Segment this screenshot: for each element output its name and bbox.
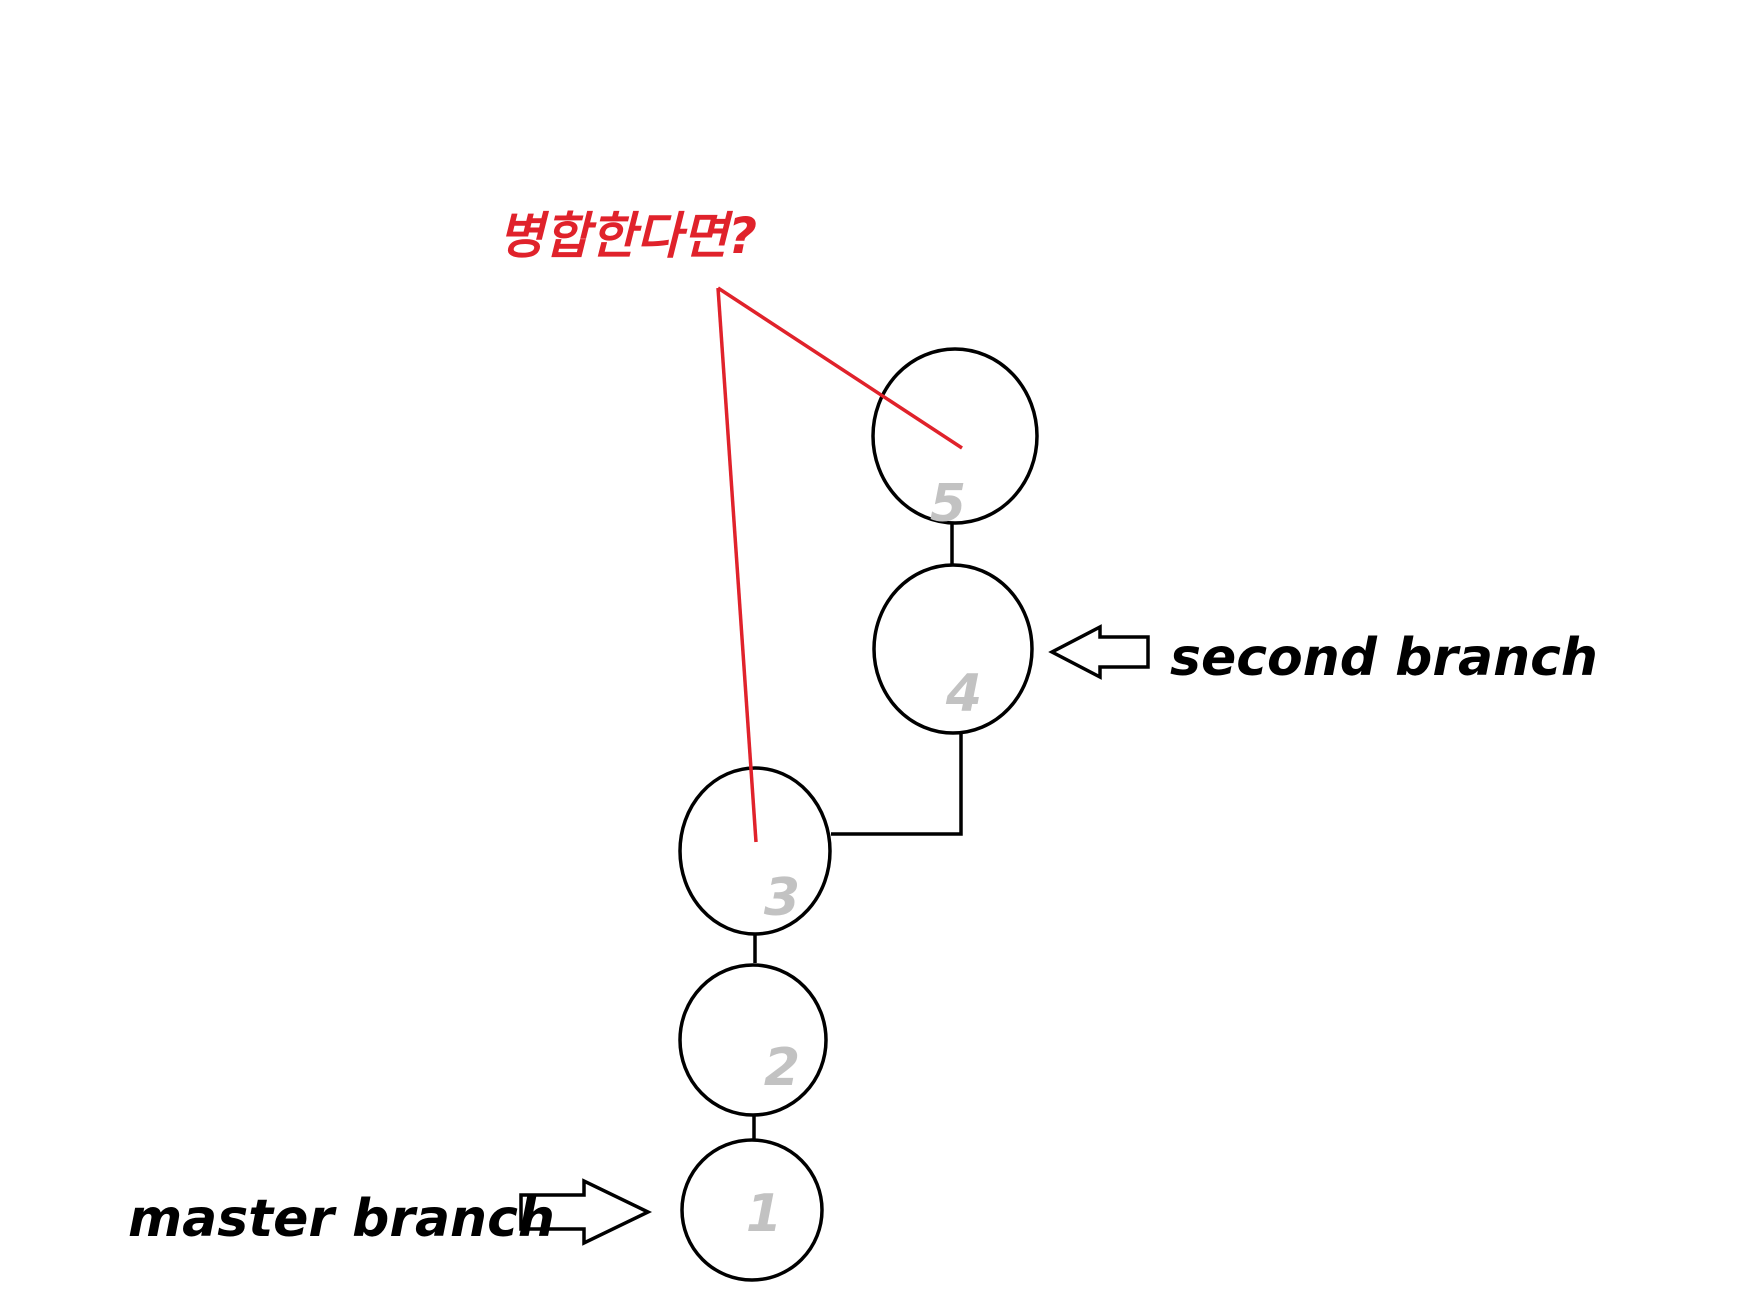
node-label-1: 1 — [746, 1184, 782, 1244]
master-branch-label: master branch — [128, 1189, 555, 1249]
merge-question: 병합한다면? — [498, 207, 757, 265]
merge-line-to-3 — [716, 287, 758, 843]
master-branch-arrow-icon — [519, 1178, 653, 1246]
node-label-2: 2 — [764, 1038, 800, 1098]
second-branch-label: second branch — [1170, 628, 1598, 688]
node-label-4: 4 — [945, 664, 982, 724]
node-label-5: 5 — [930, 474, 966, 534]
commit-node-1: 1 — [680, 1138, 824, 1282]
edge-3-4 — [831, 734, 963, 836]
merge-line-to-5 — [717, 286, 963, 450]
second-branch-arrow-icon — [1048, 624, 1150, 680]
commit-node-3: 3 — [678, 766, 832, 936]
commit-node-2: 2 — [678, 963, 828, 1117]
commit-node-4: 4 — [872, 563, 1034, 735]
commit-node-5: 5 — [871, 347, 1039, 534]
node-label-3: 3 — [764, 868, 800, 928]
